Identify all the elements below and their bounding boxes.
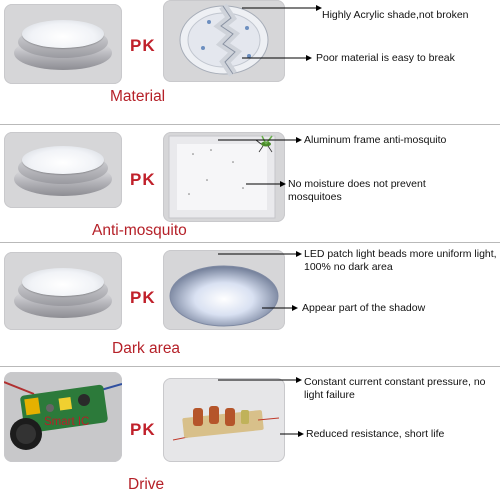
section-divider: [0, 124, 500, 125]
note-good: Constant current constant pressure, no l…: [304, 376, 486, 401]
section-drive: Smart IC PK Drive Constant current const…: [0, 368, 500, 500]
note-good: LED patch light beads more uniform light…: [304, 248, 497, 273]
section-divider: [0, 366, 500, 367]
section-caption: Drive: [128, 476, 165, 493]
bad-driver-image: [163, 378, 285, 462]
note-good: Highly Acrylic shade,not broken: [322, 9, 469, 21]
smart-ic-badge: Smart IC: [44, 416, 90, 428]
section-caption: Anti-mosquito: [92, 222, 187, 239]
section-divider: [0, 242, 500, 243]
note-bad: Reduced resistance, short life: [306, 428, 445, 440]
section-caption: Dark area: [112, 340, 181, 357]
good-lamp-image: [4, 252, 122, 330]
pk-label: PK: [130, 420, 156, 439]
bad-lamp-image: [163, 250, 285, 330]
callout-lines: [218, 137, 302, 187]
callout-lines: [242, 5, 322, 61]
section-anti-mosquito: PK Anti-mosquito Aluminum frame anti-mos…: [0, 126, 500, 242]
pcb-illustration: [4, 381, 122, 450]
note-bad: Poor material is easy to break: [316, 52, 455, 64]
note-good: Aluminum frame anti-mosquito: [304, 134, 447, 146]
dim-shade-illustration: [169, 265, 279, 327]
section-material: PK Material Highly Acrylic shade,not bro…: [0, 0, 500, 122]
mosquito-icon: [255, 135, 273, 153]
callout-lines: [218, 251, 302, 311]
bad-lamp-image: [163, 0, 285, 82]
broken-shade-illustration: [179, 3, 269, 77]
pk-label: PK: [130, 288, 156, 307]
note-bad: Appear part of the shadow: [302, 302, 426, 314]
lamp-illustration: [8, 14, 118, 76]
note-bad: No moisture does not prevent mosquitoes: [288, 178, 426, 203]
bad-lamp-image: [163, 132, 285, 222]
good-driver-image: [4, 372, 122, 462]
pk-label: PK: [130, 170, 156, 189]
lamp-illustration: [8, 142, 118, 202]
lamp-illustration: [8, 262, 118, 324]
good-lamp-image: [4, 4, 122, 84]
good-lamp-image: [4, 132, 122, 208]
section-dark-area: PK Dark area LED patch light beads more …: [0, 244, 500, 362]
pk-label: PK: [130, 36, 156, 55]
section-caption: Material: [110, 88, 166, 105]
square-panel-illustration: [168, 135, 276, 219]
resistor-board-illustration: [172, 406, 280, 441]
callout-lines: [218, 377, 304, 437]
